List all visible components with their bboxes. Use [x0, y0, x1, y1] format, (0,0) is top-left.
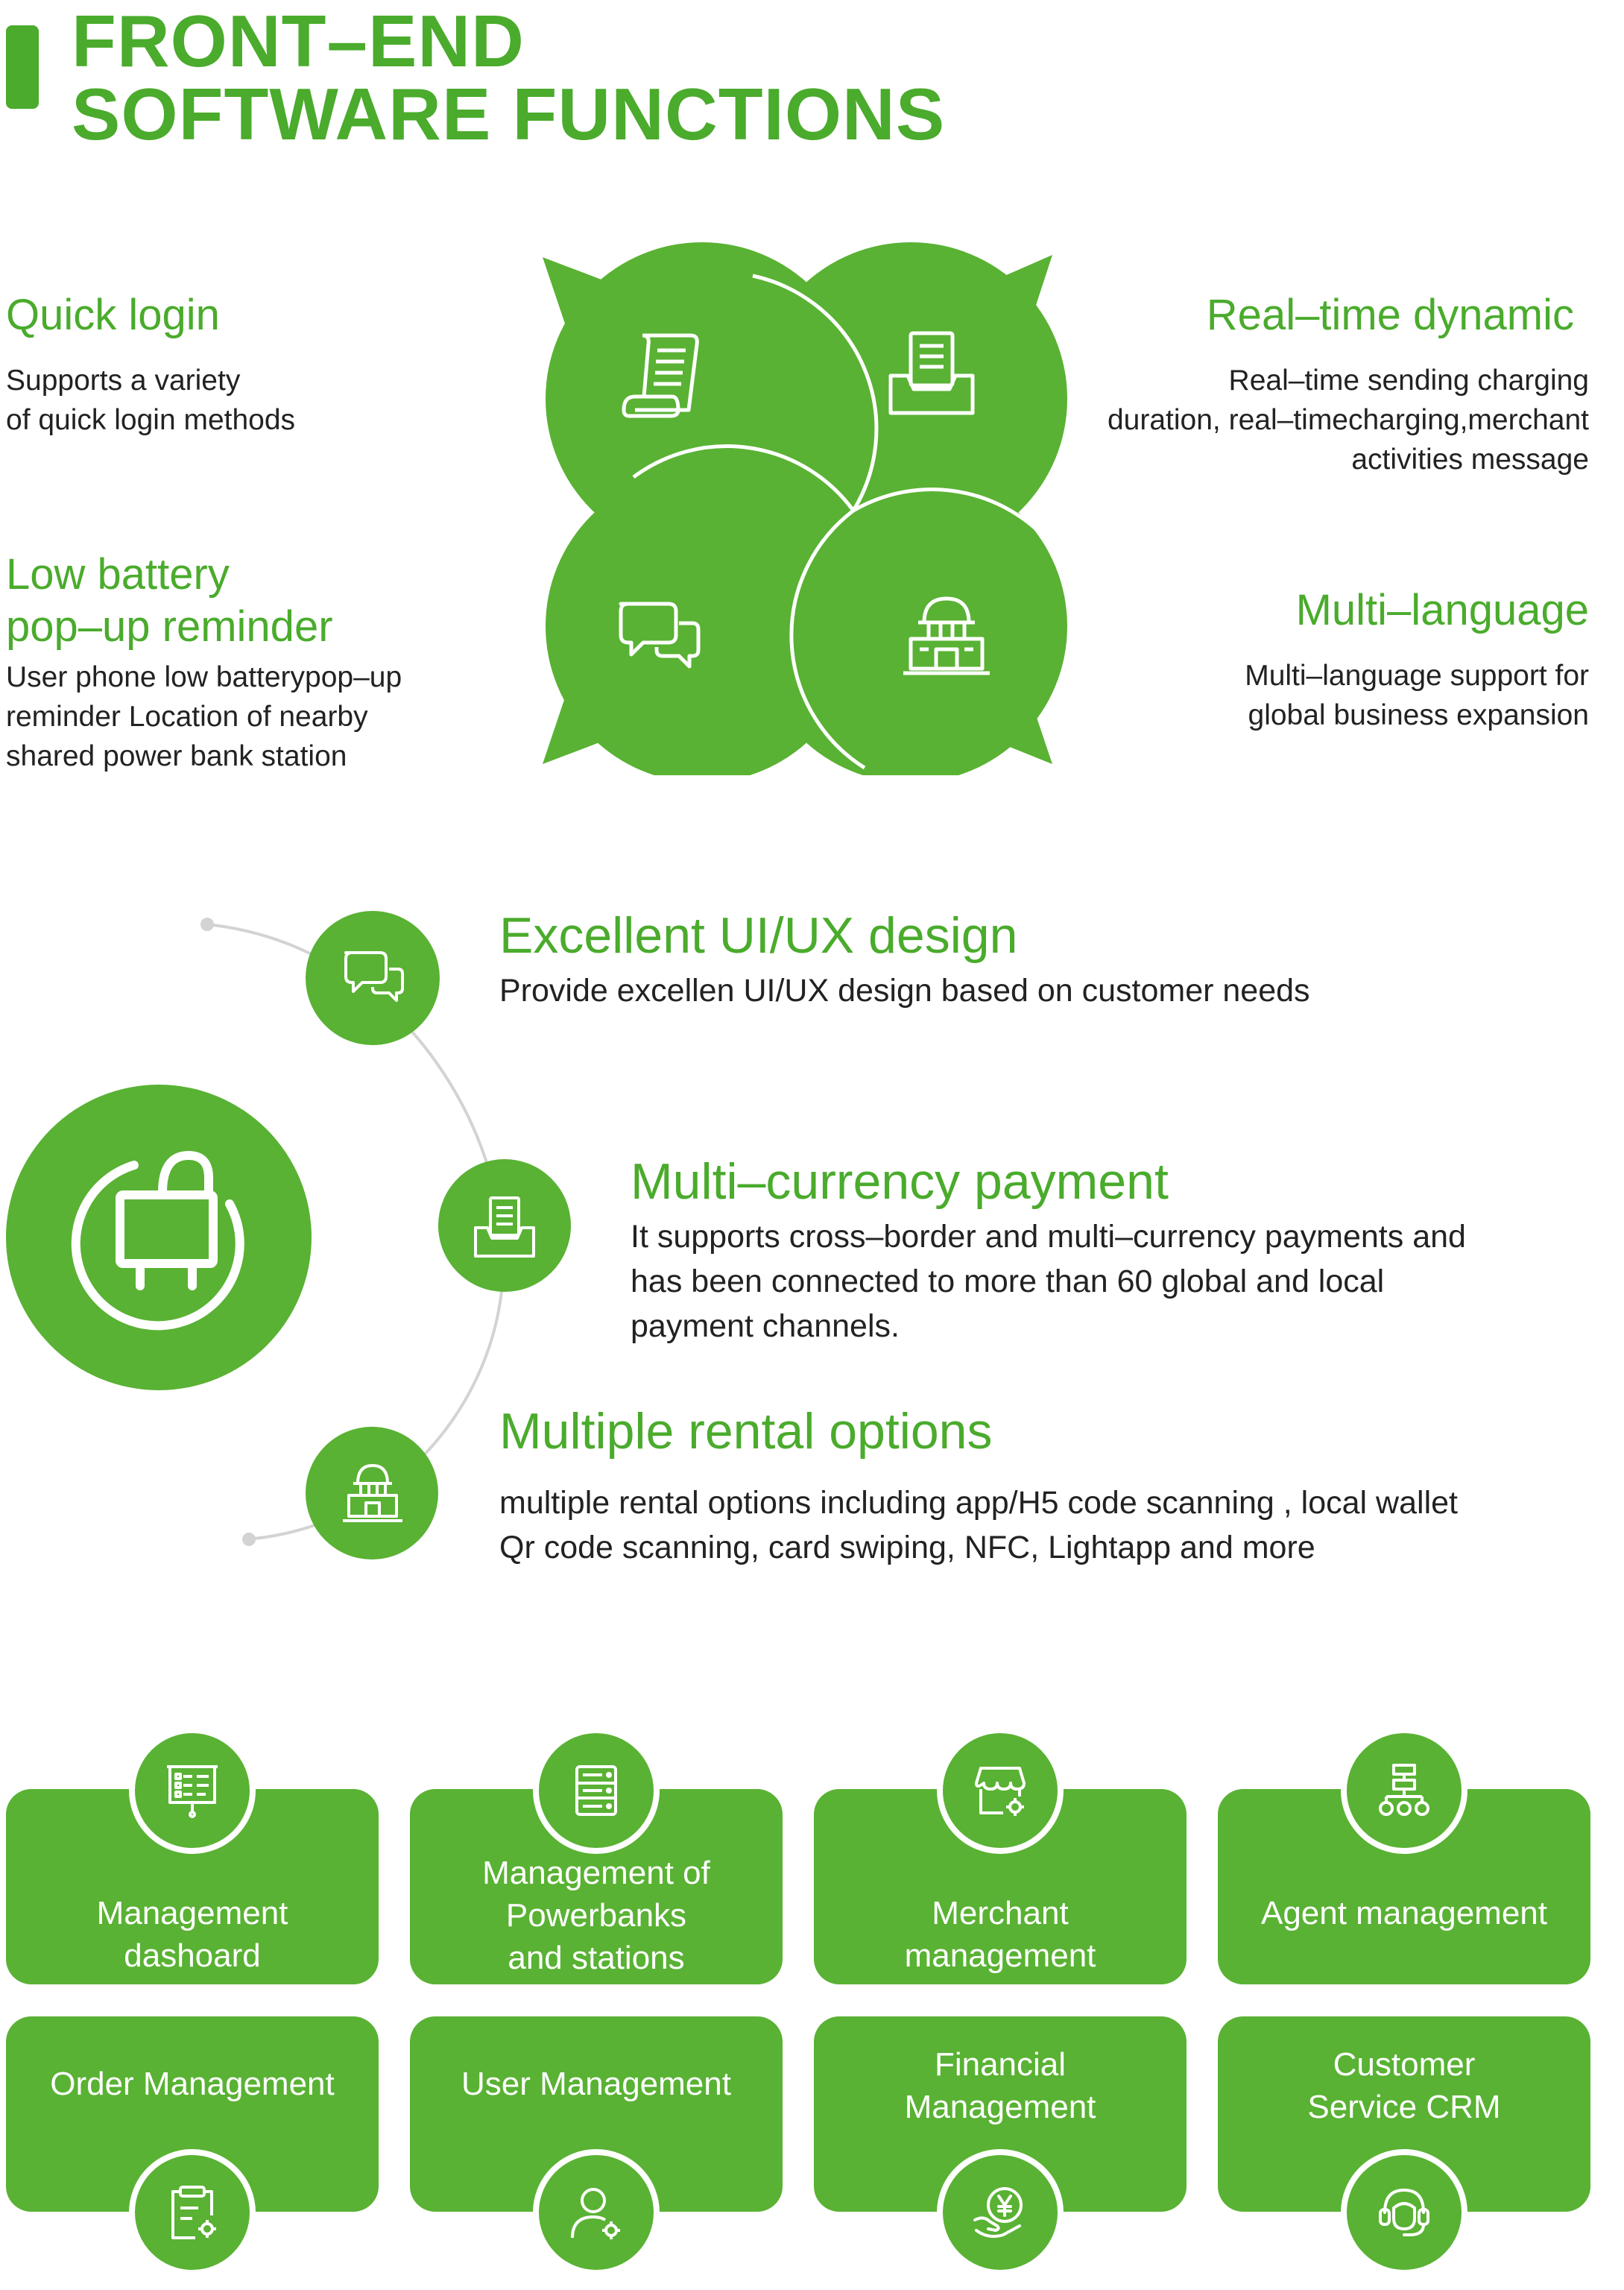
feature-desc-line: activities message	[1351, 444, 1589, 476]
inbox-document-icon	[474, 1196, 535, 1258]
feature-desc-line: Multi–language support for	[1245, 660, 1589, 692]
feature-title: Real–time dynamic	[1206, 291, 1574, 339]
timeline-node-inbox	[438, 1159, 571, 1292]
page-title-line-2: SOFTWARE FUNCTIONS	[72, 73, 946, 155]
timeline-start-dot	[200, 918, 214, 931]
power-plug-hero	[6, 1085, 312, 1390]
timeline-end-dot	[242, 1533, 256, 1546]
yen-hand-icon	[937, 2149, 1064, 2276]
feature-title-line: Low battery	[6, 550, 230, 599]
module-label-line: Merchant	[932, 1895, 1069, 1931]
building-icon	[903, 596, 990, 675]
headset-agent-icon	[1341, 2149, 1467, 2276]
chat-bubbles-icon	[344, 951, 404, 1002]
feature-desc-line: Supports a variety	[6, 365, 241, 397]
title-accent-bar	[6, 25, 39, 109]
module-label-line: Management of	[482, 1855, 710, 1891]
module-card-financial-management[interactable]: Financial Management	[814, 2016, 1187, 2212]
document-scroll-icon	[622, 333, 699, 418]
feature-quick-login: Quick login Supports a variety of quick …	[6, 289, 453, 440]
highlight-title: Multiple rental options	[499, 1403, 993, 1460]
inbox-document-icon	[888, 331, 975, 415]
store-gear-icon	[937, 1727, 1064, 1854]
module-label-line: dashoard	[124, 1937, 261, 1974]
highlight-title: Excellent UI/UX design	[499, 907, 1018, 964]
module-label-line: Order Management	[50, 2066, 335, 2102]
feature-low-battery: Low battery pop–up reminder User phone l…	[6, 549, 490, 776]
feature-desc-line: global business expansion	[1248, 699, 1590, 731]
lobe-bottom-right	[754, 470, 1067, 775]
feature-title: Multi–language	[1295, 586, 1589, 634]
feature-desc-line: of quick login methods	[6, 404, 296, 436]
feature-real-time-dynamic: Real–time dynamic Real–time sending char…	[1029, 289, 1589, 479]
feature-desc-line: shared power bank station	[6, 740, 347, 772]
highlight-desc-line: payment channels.	[631, 1308, 900, 1344]
page-title-line-1: FRONT–END	[72, 0, 525, 82]
feature-desc-line: reminder Location of nearby	[6, 701, 368, 733]
power-plug-icon	[71, 1151, 244, 1331]
module-label-line: Management	[904, 2089, 1096, 2125]
module-label-line: and stations	[508, 1940, 685, 1976]
feature-title: Quick login	[6, 291, 220, 339]
page-title: FRONT–END SOFTWARE FUNCTIONS	[72, 4, 945, 151]
module-label-line: Agent management	[1260, 1895, 1548, 1931]
module-label-line: Management	[96, 1895, 288, 1931]
module-label-line: Service CRM	[1307, 2089, 1501, 2125]
feature-multi-language: Multi–language Multi–language support fo…	[1081, 584, 1589, 735]
dashboard-board-icon	[129, 1727, 256, 1854]
highlight-desc-line: It supports cross–border and multi–curre…	[631, 1219, 1466, 1255]
four-lobe-graphic	[543, 242, 1067, 775]
feature-desc-line: User phone low batterypop–up	[6, 661, 402, 693]
highlight-multi-currency: Multi–currency payment It supports cross…	[631, 1152, 1614, 1349]
module-label-line: User Management	[461, 2066, 731, 2102]
highlight-desc-line: Provide excellen UI/UX design based on c…	[499, 973, 1310, 1009]
module-label-line: Powerbanks	[505, 1897, 687, 1934]
user-gear-icon	[533, 2149, 660, 2276]
clipboard-gear-icon	[129, 2149, 256, 2276]
highlight-desc-line: multiple rental options including app/H5…	[499, 1485, 1458, 1521]
module-label-line: management	[904, 1937, 1096, 1974]
module-card-powerbanks-stations[interactable]: Management of Powerbanks and stations	[410, 1789, 783, 1984]
feature-title-line: pop–up reminder	[6, 602, 333, 651]
highlight-desc-line: has been connected to more than 60 globa…	[631, 1264, 1385, 1299]
chat-bubbles-icon	[619, 602, 701, 669]
feature-desc-line: duration, real–timecharging,merchant	[1107, 404, 1589, 436]
building-icon	[343, 1464, 402, 1522]
hierarchy-icon	[1341, 1727, 1467, 1854]
server-stack-icon	[533, 1727, 660, 1854]
timeline-node-chat	[306, 911, 440, 1045]
highlight-title: Multi–currency payment	[631, 1153, 1169, 1210]
feature-desc-line: Real–time sending charging	[1228, 365, 1589, 397]
highlight-ui-ux: Excellent UI/UX design Provide excellen …	[499, 906, 1602, 1013]
module-label-line: Financial	[934, 2046, 1067, 2083]
timeline-node-building	[306, 1427, 438, 1559]
highlight-rental-options: Multiple rental options multiple rental …	[499, 1401, 1621, 1570]
highlight-desc-line: Qr code scanning, card swiping, NFC, Lig…	[499, 1530, 1315, 1565]
module-label-line: Customer	[1333, 2046, 1476, 2083]
